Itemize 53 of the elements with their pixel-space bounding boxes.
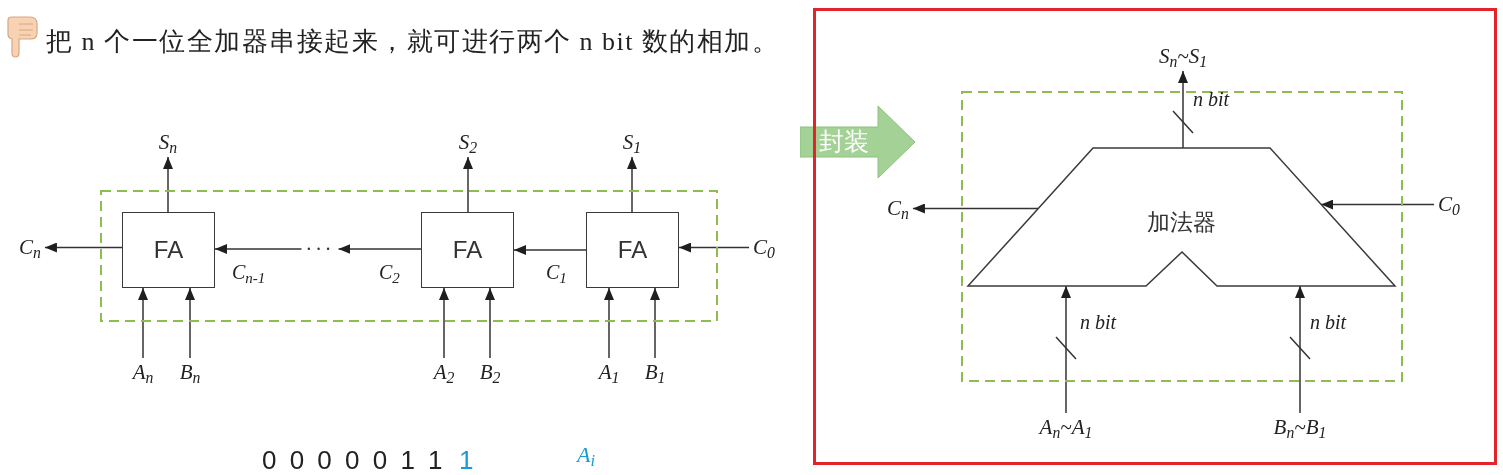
arrow — [513, 245, 587, 255]
arrow — [138, 287, 148, 359]
arrow — [44, 242, 123, 253]
signal-label: A$_{1}$ — [598, 362, 620, 383]
arrow — [1295, 285, 1305, 414]
arrow — [678, 242, 750, 253]
signal-label: S$_{1}$ — [622, 132, 642, 153]
signal-label: B$_{n}$~B$_{1}$ — [1273, 417, 1327, 438]
highlighted-digit: 1 — [459, 447, 474, 473]
variable-label: A$_{i}$ — [577, 444, 596, 466]
edge-label: n bit — [1310, 312, 1347, 332]
edge-label: n bit — [1080, 312, 1117, 332]
edge-label: n bit — [1193, 89, 1230, 109]
ellipsis-text: ··· — [305, 239, 335, 259]
signal-label: S$_{n}$~S$_{1}$ — [1158, 46, 1208, 67]
signal-label: B$_{2}$ — [479, 362, 501, 383]
highlight-frame — [813, 8, 1497, 465]
arrow — [485, 287, 495, 359]
arrow — [163, 156, 173, 213]
block-arrow: 封装 — [800, 106, 915, 178]
dashed-enclosure — [961, 91, 1403, 382]
signal-label: B$_{1}$ — [644, 362, 666, 383]
arrow — [1061, 285, 1071, 414]
edge-label: C$_{1}$ — [546, 262, 567, 282]
adder-block: 加法器 — [968, 148, 1395, 286]
arrow — [337, 244, 422, 254]
arrow — [1320, 199, 1435, 210]
full-adder-box: FA — [122, 212, 215, 288]
signal-label: C$_{0}$ — [1438, 194, 1460, 215]
signal-label: A$_{n}$~A$_{1}$ — [1039, 417, 1093, 438]
signal-label: A$_{2}$ — [433, 362, 455, 383]
signal-label: B$_{n}$ — [179, 362, 201, 383]
arrow — [463, 156, 473, 213]
full-adder-box: FA — [586, 212, 679, 288]
signal-label: C$_{n}$ — [19, 237, 41, 258]
arrow — [439, 287, 449, 359]
arrow — [1178, 70, 1188, 149]
signal-label: C$_{0}$ — [753, 237, 775, 258]
full-adder-box: FA — [421, 212, 514, 288]
arrow — [627, 156, 637, 213]
edge-label: C$_{2}$ — [379, 262, 400, 282]
edge-label: C$_{n-1}$ — [232, 262, 266, 282]
binary-digits: 0 0 0 0 0 1 1 — [262, 447, 446, 473]
dashed-enclosure — [100, 190, 718, 322]
arrow — [604, 287, 614, 359]
arrow — [214, 244, 303, 254]
signal-label: S$_{2}$ — [458, 132, 478, 153]
signal-label: C$_{n}$ — [887, 198, 909, 219]
instruction-text: 把 n 个一位全加器串接起来，就可进行两个 n bit 数的相加。 — [46, 29, 780, 55]
signal-label: A$_{n}$ — [132, 362, 154, 383]
signal-label: S$_{n}$ — [158, 132, 178, 153]
arrow — [185, 287, 195, 359]
arrow — [650, 287, 660, 359]
